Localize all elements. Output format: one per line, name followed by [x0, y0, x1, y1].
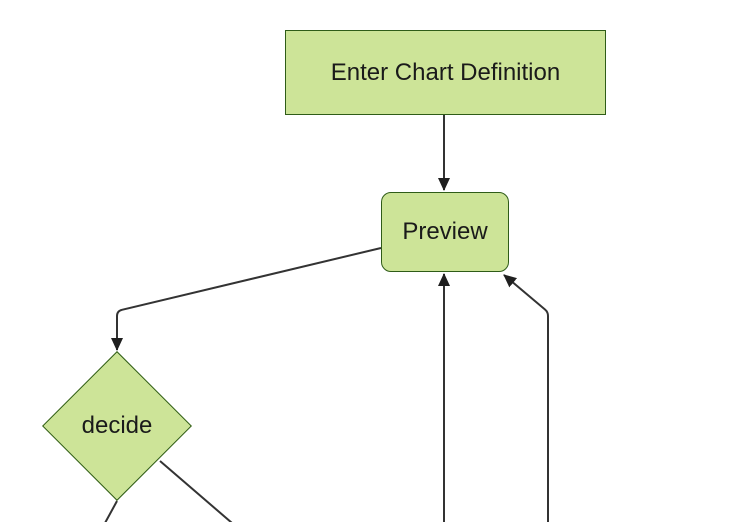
- edge-decide-to-offscreen-right: [159, 460, 233, 522]
- edge-decide-to-offscreen-left: [104, 500, 118, 522]
- node-enter-chart-definition-label: Enter Chart Definition: [330, 58, 561, 86]
- node-preview: Preview: [381, 192, 509, 272]
- edge-bottom-right-to-preview: [503, 274, 549, 522]
- node-decide-label-container: decide: [57, 410, 177, 442]
- node-decide-label: decide: [81, 412, 153, 439]
- node-enter-chart-definition: Enter Chart Definition: [285, 30, 606, 115]
- node-preview-label: Preview: [402, 218, 488, 245]
- edge-preview-to-decide: [111, 247, 382, 351]
